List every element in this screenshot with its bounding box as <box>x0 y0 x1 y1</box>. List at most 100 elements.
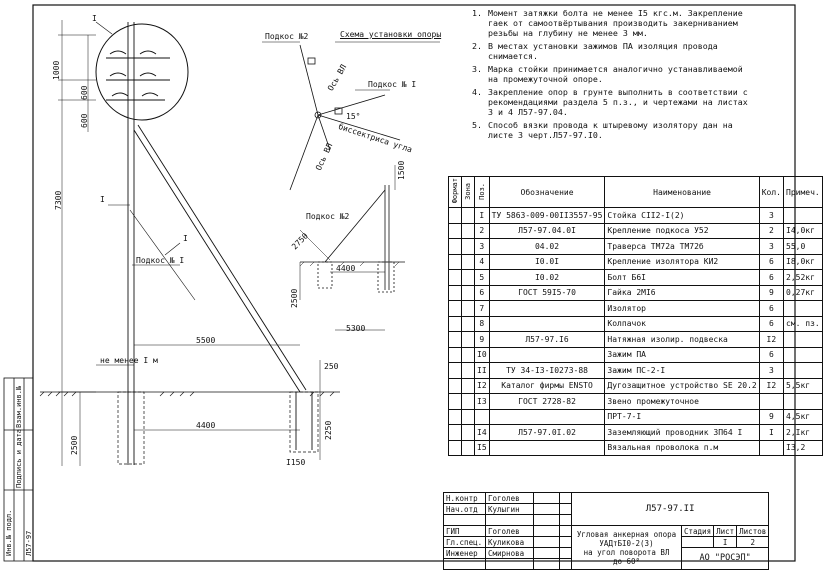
qty-cell: I <box>758 424 785 441</box>
doc-code: Л57-97.II <box>570 492 770 526</box>
header-note: Примеч. <box>783 176 823 208</box>
zone-cell <box>461 362 475 379</box>
designation-cell: Л57-97.0I.02 <box>488 424 606 441</box>
gl-spec-label: Гл.спец. <box>443 536 486 548</box>
dim-5500: 5500 <box>196 336 216 345</box>
installation-scheme <box>262 41 440 191</box>
pos-cell: 6 <box>474 284 490 301</box>
format-cell <box>448 408 462 425</box>
dim-1150: I150 <box>286 458 306 467</box>
note-cell: I4,0кг <box>783 222 823 239</box>
name-cell: Траверса ТМ72а ТМ72б <box>604 238 760 255</box>
qty-cell: 3 <box>758 207 785 224</box>
note-cell: 0,27кг <box>783 284 823 301</box>
designation-cell: Л57-97.I6 <box>488 331 606 348</box>
dim-250: 250 <box>324 362 339 371</box>
name-cell: Стойка СII2-I(2) <box>604 207 760 224</box>
format-cell <box>448 439 462 456</box>
qty-cell <box>758 393 785 410</box>
qty-cell: 6 <box>758 253 785 270</box>
podkos1-label-scheme: Подкос № I <box>368 80 417 89</box>
zone-cell <box>461 207 475 224</box>
format-cell <box>448 253 462 270</box>
note-cell <box>783 346 823 363</box>
format-cell <box>448 377 462 394</box>
gip-label: ГИП <box>443 525 486 537</box>
pole-elevation <box>39 20 340 466</box>
side-inv-podl: Инв.№ подл. <box>5 509 13 556</box>
sheet-label: Лист <box>713 525 738 537</box>
pos-cell: I <box>474 207 490 224</box>
zone-cell <box>461 238 475 255</box>
name-cell: Вязальная проволока п.м <box>604 439 760 456</box>
note-item: 4.Закрепление опор в грунте выполнить в … <box>472 87 748 117</box>
format-cell <box>448 269 462 286</box>
name-cell: Крепление изолятора КИ2 <box>604 253 760 270</box>
note-item: 3.Марка стойки принимается аналогично ус… <box>472 64 743 84</box>
zone-cell <box>461 331 475 348</box>
format-cell <box>448 238 462 255</box>
gl-spec-name: Куликова <box>485 536 534 548</box>
qty-cell: 3 <box>758 362 785 379</box>
zone-cell <box>461 346 475 363</box>
nach-otd-name: Кулыгин <box>485 503 534 515</box>
qty-cell: 3 <box>758 238 785 255</box>
pos-cell <box>474 408 490 425</box>
sheet-number: I <box>713 536 738 548</box>
format-cell <box>448 424 462 441</box>
note-cell <box>783 393 823 410</box>
format-cell <box>448 362 462 379</box>
pos-cell: 2 <box>474 222 490 239</box>
pos-cell: 8 <box>474 315 490 332</box>
dim-4400a: 4400 <box>196 421 216 430</box>
format-cell <box>448 331 462 348</box>
name-cell: Изолятор <box>604 300 760 317</box>
name-cell: Крепление подкоса У52 <box>604 222 760 239</box>
qty-cell: I2 <box>758 331 785 348</box>
qty-cell: 6 <box>758 300 785 317</box>
strut-detail <box>299 165 405 331</box>
dim-5300: 5300 <box>346 324 366 333</box>
format-cell <box>448 315 462 332</box>
dim-4400b: 4400 <box>336 264 356 273</box>
note-cell: 2,Iкг <box>783 424 823 441</box>
zone-cell <box>461 424 475 441</box>
pos-cell: 4 <box>474 253 490 270</box>
nach-otd-label: Нач.отд <box>443 503 486 515</box>
callout-I-top: I <box>92 14 97 23</box>
designation-cell <box>488 315 606 332</box>
company-name: АО "РОСЭП" <box>680 547 770 570</box>
qty-cell: 2 <box>758 222 785 239</box>
note-cell: I8,0кг <box>783 253 823 270</box>
sheets-total: 2 <box>736 536 770 548</box>
designation-cell: ТУ 5863-009-00II3557-95 <box>488 207 606 224</box>
zone-cell <box>461 253 475 270</box>
name-cell: ПРТ-7-I <box>604 408 760 425</box>
side-vzam: Взам.инв.№ <box>15 385 23 428</box>
pos-cell: I3 <box>474 393 490 410</box>
callout-I-mid: I <box>100 195 105 204</box>
pos-cell: I5 <box>474 439 490 456</box>
pos-cell: II <box>474 362 490 379</box>
dim-1000: 1000 <box>52 60 61 80</box>
dim-2500b: 2500 <box>290 288 299 308</box>
name-cell: Звено промежуточное <box>604 393 760 410</box>
header-format: Формат <box>448 176 462 208</box>
note-cell <box>783 331 823 348</box>
format-cell <box>448 222 462 239</box>
zone-cell <box>461 439 475 456</box>
note-item: 5.Способ вязки провода к штыревому изоля… <box>472 120 733 140</box>
note-cell: 2,52кг <box>783 269 823 286</box>
pos-cell: 3 <box>474 238 490 255</box>
pos-cell: 7 <box>474 300 490 317</box>
zone-cell <box>461 315 475 332</box>
zone-cell <box>461 393 475 410</box>
